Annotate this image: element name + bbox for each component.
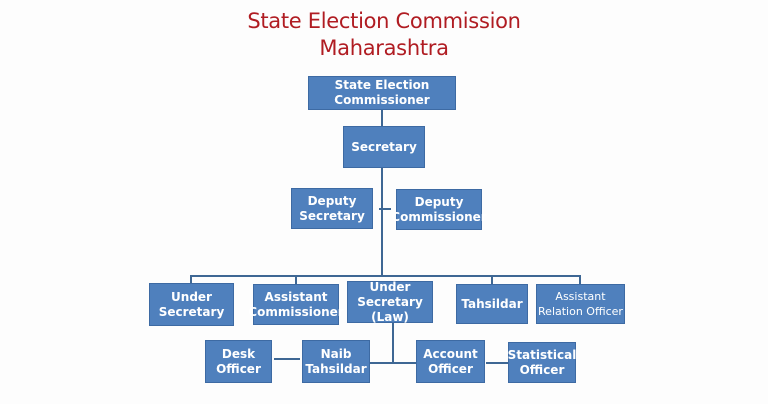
- node-label: Secretary: [351, 139, 417, 154]
- node-label: Under Secretary: [158, 289, 225, 319]
- node-deputy-commissioner: Deputy Commissioner: [391, 189, 487, 230]
- node-label: Statistical Officer: [507, 347, 577, 377]
- connector-sec-to-secretary: [381, 110, 383, 126]
- node-tahsildar: Tahsildar: [456, 284, 528, 324]
- node-label: State Election Commissioner: [334, 78, 430, 107]
- connector-deputy-cross: [379, 208, 391, 210]
- node-naib-tahsildar: Naib Tahsildar: [302, 340, 370, 383]
- node-account-officer: Account Officer: [416, 340, 485, 383]
- node-label: Desk Officer: [216, 346, 261, 376]
- node-label: Naib Tahsildar: [305, 346, 367, 376]
- connector-drop-assistant-commissioner: [295, 275, 297, 284]
- node-label: Tahsildar: [461, 296, 523, 311]
- node-assistant-relation-officer: Assistant Relation Officer: [536, 284, 625, 324]
- node-deputy-secretary: Deputy Secretary: [291, 188, 373, 229]
- connector-desk-naib: [274, 358, 300, 360]
- node-secretary: Secretary: [343, 126, 425, 168]
- node-assistant-commissioner: Assistant Commissioner: [248, 284, 344, 325]
- chart-title-line2: Maharashtra: [319, 36, 449, 60]
- node-label: Under Secretary (Law): [357, 279, 423, 324]
- connector-horizontal-bus: [190, 275, 581, 277]
- chart-title-line1: State Election Commission: [247, 9, 521, 33]
- node-label: Account Officer: [423, 346, 478, 376]
- node-label: Assistant Relation Officer: [538, 290, 623, 318]
- node-under-secretary: Under Secretary: [149, 283, 234, 326]
- connector-drop-under-secretary: [190, 275, 192, 284]
- node-label: Assistant Commissioner: [248, 289, 344, 319]
- node-label: Deputy Commissioner: [391, 194, 487, 224]
- node-state-election-commissioner: State Election Commissioner: [308, 76, 456, 110]
- connector-drop-assistant-relation-officer: [579, 275, 581, 284]
- node-desk-officer: Desk Officer: [205, 340, 272, 383]
- connector-secretary-trunk: [381, 168, 383, 276]
- connector-law-down: [392, 322, 394, 364]
- node-under-secretary-law: Under Secretary (Law): [347, 279, 433, 324]
- node-statistical-officer: Statistical Officer: [508, 342, 576, 383]
- connector-drop-tahsildar: [491, 275, 493, 284]
- connector-account-statistical: [486, 362, 508, 364]
- connector-law-horizontal: [370, 362, 424, 364]
- node-label: Deputy Secretary: [299, 193, 365, 223]
